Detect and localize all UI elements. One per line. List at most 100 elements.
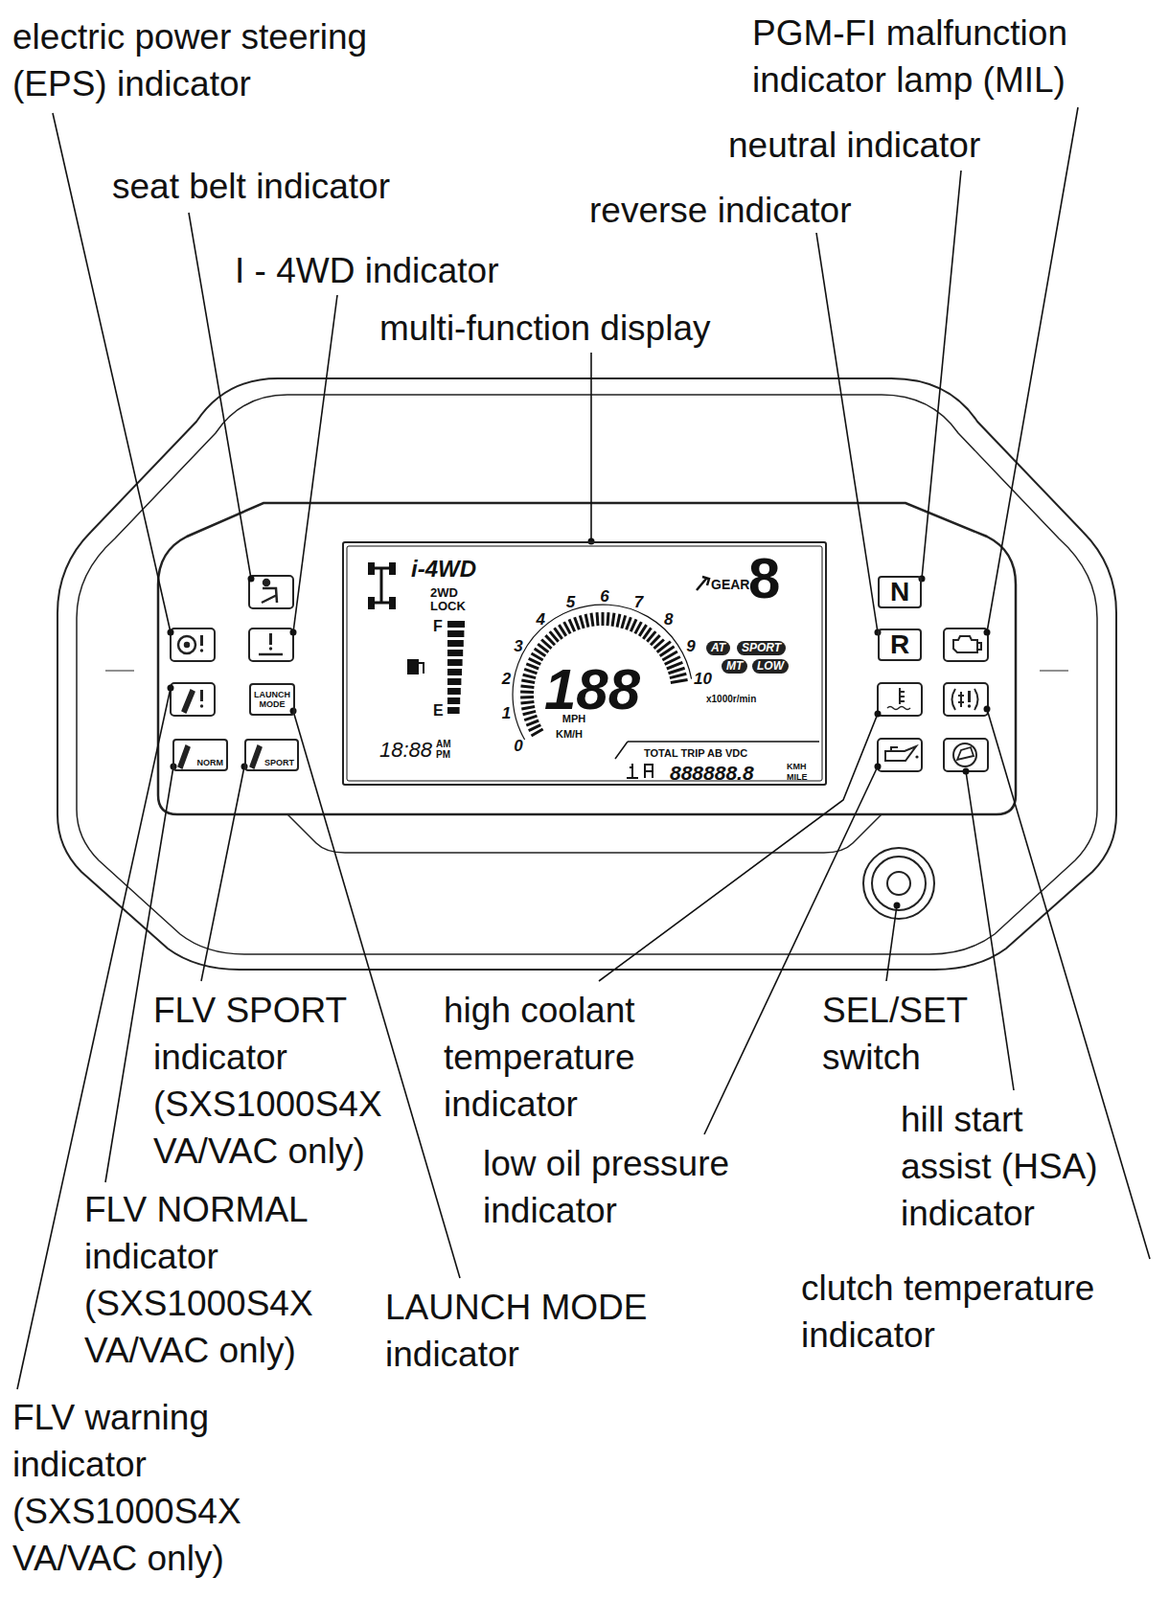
neutral-indicator: N [877,575,922,609]
leader-line [167,685,175,692]
display-text: MPH [562,712,586,725]
display-text: 8 [748,547,780,611]
leader-line [590,352,593,542]
lcd-artwork [346,546,823,781]
display-text: 9 [686,638,695,657]
tachometer-bar [526,664,539,669]
mode-pill: AT [706,641,731,656]
indicator-icon [269,646,273,650]
launch-mode-indicator: LAUNCH MODE [249,683,296,716]
leader-line [874,710,882,718]
tachometer-bar [621,615,626,629]
dashboard-housing [57,378,1117,970]
display-text: 1 [502,705,511,724]
tachometer-bar [574,617,580,630]
tachometer-bar [617,614,620,628]
mode-pill: SPORT [736,641,786,656]
callout-label: electric power steering (EPS) indicator [12,13,444,108]
tachometer-bar [524,715,537,720]
mode-pill: MT [721,659,748,674]
leader-line [167,629,175,637]
lcd-artwork [374,568,390,603]
fuel-gauge-bar [447,659,463,666]
display-text: MILE [786,773,808,783]
leader-line [704,766,878,1135]
leader-line [201,766,245,982]
fuel-gauge-bar [447,620,465,628]
dashboard-housing [287,814,882,853]
tachometer-bar [523,710,537,714]
lcd-artwork [389,562,396,575]
lcd-artwork [696,576,710,591]
callout-label: seat belt indicator [112,162,496,210]
multi-function-display: i-4WD2WD LOCKFE012345678910188MPHKM/Hx10… [342,541,827,786]
mode-pill: LOW [752,659,789,674]
indicator-icon [261,588,277,603]
sel-set-knob [871,856,926,911]
sel-set-knob [863,848,935,919]
fuel-gauge-bar [447,687,461,695]
callout-label: LAUNCH MODE indicator [385,1283,692,1378]
display-text: x1000r/min [706,693,757,705]
display-text: TOTAL TRIP AB VDC [643,747,748,759]
indicator-box [249,575,294,609]
tachometer-bar [521,686,535,688]
indicator-box [170,628,215,662]
callout-label: I - 4WD indicator [234,247,619,295]
tachometer-bar [626,617,632,630]
display-text: GEAR [710,577,750,593]
sel-set-knob [863,848,935,919]
indicator-box [170,575,988,772]
display-text: 6 [599,588,609,607]
dashboard-housing [57,378,1117,970]
fuel-gauge-bar [447,640,464,647]
indicator-icon [967,690,971,703]
lcd-artwork [615,741,820,759]
leader-line [290,708,298,715]
leader-line [962,768,970,776]
indicator-text: N [890,578,910,606]
dashboard-housing [76,394,1098,955]
leader-line [598,713,878,982]
fuel-gauge-bar [447,707,460,714]
fuel-gauge-bar [447,649,463,657]
callout-label: FLV warning indicator (SXS1000S4X VA/VAC… [12,1394,257,1582]
tachometer-bar [526,720,539,726]
display-text: i-4WD [411,556,477,582]
leader-line [886,905,897,982]
callout-label: reverse indicator [589,186,906,234]
indicator-icon [887,707,911,711]
callout-label: FLV SPORT indicator (SXS1000S4X VA/VAC o… [153,986,398,1175]
lcd-artwork [389,596,396,610]
tachometer-bar [612,613,615,627]
display-text: 2WD LOCK [430,586,473,614]
leader-line [17,107,1150,1390]
tachometer-bar [523,674,537,678]
indicator-box [943,628,988,662]
indicator-icon [953,636,978,653]
pill-text: MT [726,659,743,673]
leader-line [293,295,338,633]
callout-label: clutch temperature indicator [801,1264,1156,1359]
indicator-icon [200,704,204,708]
leader-line [984,706,991,713]
leader-line [248,575,255,583]
callout-label: high coolant temperature indicator [443,986,665,1128]
display-text: 3 [513,638,523,657]
fuel-gauge-bar [447,697,460,705]
display-text: PM [435,749,451,760]
tachometer-bar [521,707,535,710]
leader-line [874,763,882,771]
indicator-icon [258,653,283,657]
indicator-text: SPORT [264,758,295,768]
indicator-icon [953,743,977,767]
indicator-icon [263,579,271,587]
display-text: 0 [513,737,523,757]
lcd-artwork [367,562,375,575]
tachometer-bar [524,668,537,673]
leader-line [290,629,298,637]
tachometer-bar [670,679,688,683]
tachometer-bar [630,618,637,632]
flv-sport-indicator: SPORT [244,738,299,772]
tachometer-bar [669,673,687,678]
